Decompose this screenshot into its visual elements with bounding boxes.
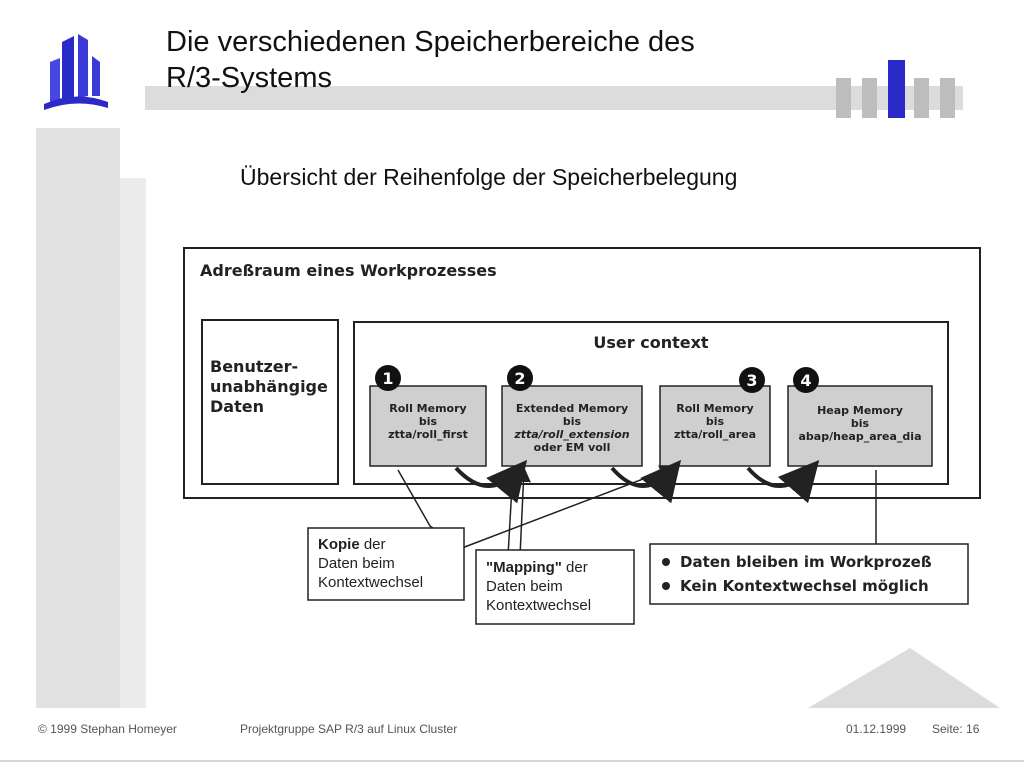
memory-step-3: 3 Roll Memory bis ztta/roll_area (659, 367, 771, 467)
step-1-line3: ztta/roll_first (388, 428, 468, 441)
heap-notes-callout: Daten bleiben im Workprozeß Kein Kontext… (649, 543, 969, 605)
slide-title-line2: R/3-Systems (166, 62, 332, 94)
footer-date: 01.12.1999 (846, 722, 907, 736)
mapping-callout: "Mapping" der Daten beim Kontextwechsel (475, 549, 635, 625)
step-4-line2: bis (851, 417, 870, 430)
kopie-line3: Kontextwechsel (318, 574, 423, 591)
slide-title: Die verschiedenen Speicherbereiche des R… (166, 24, 806, 96)
mapping-rest: der (562, 559, 588, 576)
user-data-line2: unabhängige (210, 377, 328, 396)
footer-divider (0, 760, 1024, 762)
footer-page: Seite: 16 (932, 722, 980, 736)
mapping-line2: Daten beim (486, 578, 563, 595)
memory-step-4: 4 Heap Memory bis abap/heap_area_dia (787, 367, 933, 467)
memory-step-1: 1 Roll Memory bis ztta/roll_first (369, 365, 487, 467)
header-bars-icon (836, 60, 955, 118)
step-4-line1: Heap Memory (817, 404, 903, 417)
mapping-line3: Kontextwechsel (486, 597, 591, 614)
svg-text:Kopie der: Kopie der (318, 536, 386, 553)
slide-footer: © 1999 Stephan Homeyer Projektgruppe SAP… (0, 722, 1024, 744)
bullet-2: Kein Kontextwechsel möglich (680, 577, 929, 595)
user-independent-data-box (201, 319, 339, 485)
step-1-line2: bis (419, 415, 438, 428)
mapping-bold: "Mapping" (486, 559, 562, 576)
user-data-line1: Benutzer- (210, 357, 298, 376)
step-2-line2: bis (563, 415, 582, 428)
bullet-icon (662, 582, 670, 590)
step-1-number: 1 (382, 369, 393, 388)
slide-subtitle: Übersicht der Reihenfolge der Speicherbe… (240, 164, 738, 190)
svg-text:"Mapping" der: "Mapping" der (486, 559, 588, 576)
memory-step-2: 2 Extended Memory bis ztta/roll_extensio… (501, 365, 643, 467)
corner-decor (808, 648, 1000, 708)
kopie-line2: Daten beim (318, 555, 395, 572)
address-space-label: Adreßraum eines Workprozesses (200, 261, 497, 280)
left-decor-band-inner (120, 178, 146, 708)
kopie-rest: der (360, 536, 386, 553)
step-1-line1: Roll Memory (389, 402, 466, 415)
user-data-line3: Daten (210, 397, 264, 416)
step-2-number: 2 (514, 369, 525, 388)
title-underline-band (145, 86, 963, 110)
bullet-icon (662, 558, 670, 566)
step-4-number: 4 (800, 371, 811, 390)
step-3-line1: Roll Memory (676, 402, 753, 415)
kopie-bold: Kopie (318, 536, 360, 553)
step-4-line3: abap/heap_area_dia (799, 430, 922, 443)
step-3-line2: bis (706, 415, 725, 428)
step-3-number: 3 (746, 371, 757, 390)
bullet-1: Daten bleiben im Workprozeß (680, 553, 932, 571)
step-2-line3: ztta/roll_extension (513, 428, 629, 441)
university-logo-icon (44, 34, 108, 110)
slide-title-line1: Die verschiedenen Speicherbereiche des (166, 26, 695, 58)
kopie-callout: Kopie der Daten beim Kontextwechsel (307, 527, 465, 601)
step-2-line1: Extended Memory (516, 402, 628, 415)
footer-project: Projektgruppe SAP R/3 auf Linux Cluster (240, 722, 458, 736)
left-decor-band (36, 128, 120, 708)
footer-copyright: © 1999 Stephan Homeyer (38, 722, 177, 736)
step-3-line3: ztta/roll_area (674, 428, 756, 441)
user-context-label: User context (593, 333, 709, 352)
step-2-line4: oder EM voll (534, 441, 611, 454)
